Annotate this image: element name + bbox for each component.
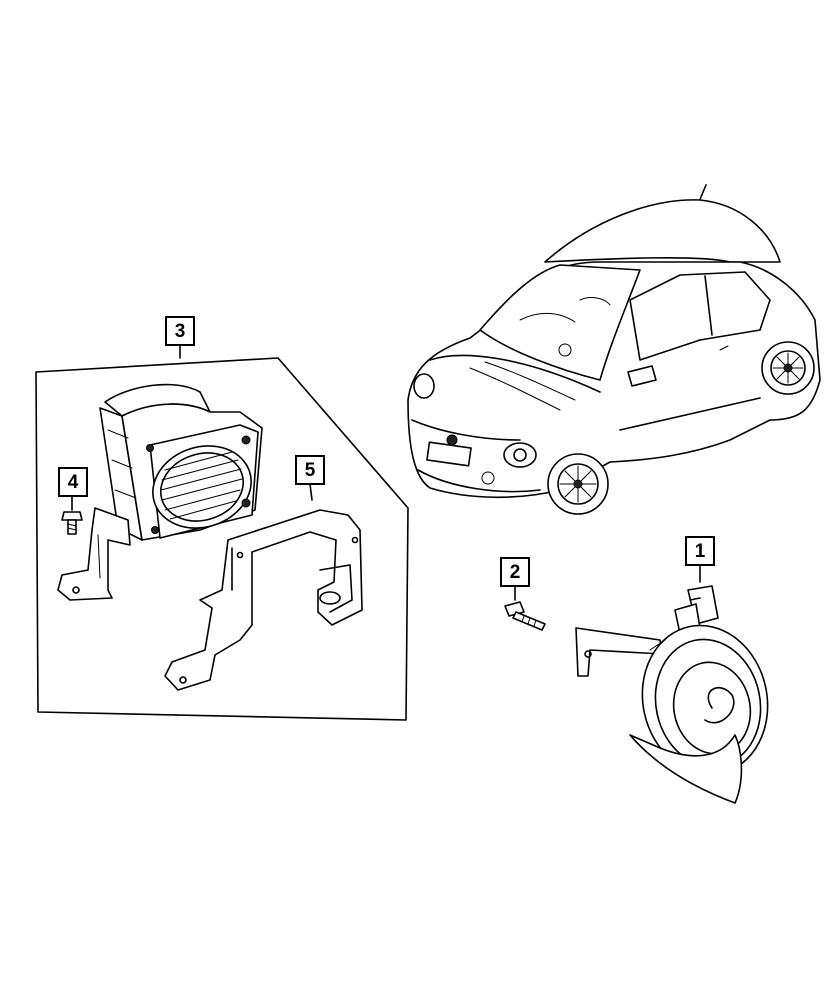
callout-3: 3 bbox=[165, 316, 195, 346]
callout-4: 4 bbox=[58, 467, 88, 497]
kit-group-outline bbox=[35, 357, 409, 721]
car-illustration bbox=[407, 184, 821, 515]
siren-module bbox=[99, 383, 263, 541]
horn-item-1 bbox=[575, 585, 769, 804]
callout-2: 2 bbox=[500, 557, 530, 587]
leader-5 bbox=[309, 483, 313, 501]
large-bracket-item-5 bbox=[164, 509, 363, 691]
siren-mount-bracket bbox=[57, 507, 131, 601]
callout-1: 1 bbox=[685, 536, 715, 566]
callout-5: 5 bbox=[295, 455, 325, 485]
screw-item-4 bbox=[61, 511, 83, 535]
bolt-item-2 bbox=[504, 601, 546, 631]
